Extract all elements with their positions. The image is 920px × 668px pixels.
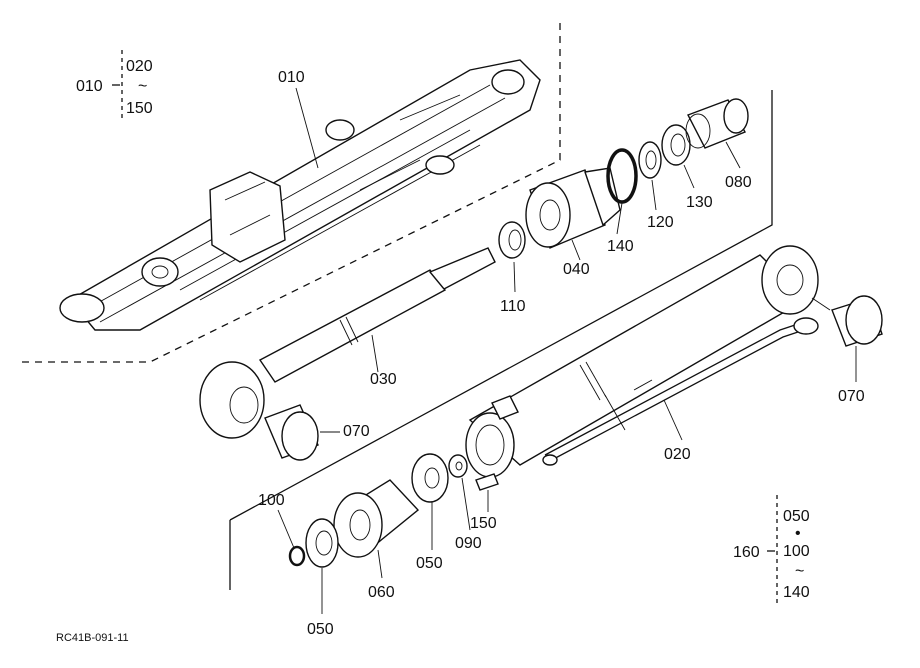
label-130: 130 xyxy=(686,194,713,211)
label-070-left: 070 xyxy=(343,423,370,440)
label-160-group: 160 xyxy=(733,544,760,561)
label-050-lower: 050 xyxy=(307,621,334,638)
label-range-tilde-2: ~ xyxy=(795,563,804,580)
bushing-080: 080 xyxy=(685,98,752,191)
assembled-cylinder-010: 010 xyxy=(22,18,561,363)
figure-code: RC41B-091-11 xyxy=(56,632,129,644)
label-010-group: 010 xyxy=(76,78,103,95)
seal-130: 130 xyxy=(661,124,713,211)
label-030: 030 xyxy=(370,371,397,388)
nut-090: 090 xyxy=(448,454,482,552)
snap-ring-100: 100 xyxy=(258,492,306,567)
label-070-right: 070 xyxy=(838,388,865,405)
label-range-bullet: • xyxy=(795,525,801,542)
bushing-070-right: 070 xyxy=(811,295,883,405)
label-040: 040 xyxy=(563,261,590,278)
label-100-range: 100 xyxy=(783,543,810,560)
bushing-070-left: 070 xyxy=(264,404,370,461)
label-110: 110 xyxy=(500,298,526,315)
label-060: 060 xyxy=(368,584,395,601)
label-010: 010 xyxy=(278,69,305,86)
label-020: 020 xyxy=(664,446,691,463)
washer-050-lower: 050 xyxy=(305,518,339,638)
label-150-range-end: 150 xyxy=(126,100,153,117)
label-090: 090 xyxy=(455,535,482,552)
label-050-middle: 050 xyxy=(416,555,443,572)
label-100: 100 xyxy=(258,492,285,509)
piston-060: 060 xyxy=(333,479,420,601)
ring-120: 120 xyxy=(638,141,674,231)
group-160-bracket: 160 050 • 100 ~ 140 xyxy=(733,495,810,605)
group-010-bracket: 010 020 ~ 150 xyxy=(76,50,153,118)
label-020-range-start: 020 xyxy=(126,58,153,75)
frame-right-upper xyxy=(229,90,773,521)
piston-rod-030: 030 xyxy=(199,247,496,439)
label-150: 150 xyxy=(470,515,497,532)
washer-050-middle: 050 xyxy=(411,453,449,572)
label-140: 140 xyxy=(607,238,634,255)
label-080: 080 xyxy=(725,174,752,191)
label-range-tilde: ~ xyxy=(138,78,147,95)
pin-150: 150 xyxy=(470,473,499,532)
label-050-range-start: 050 xyxy=(783,508,810,525)
cylinder-head-040: 040 xyxy=(525,167,621,278)
o-ring-140: 140 xyxy=(606,148,638,255)
bushing-110: 110 xyxy=(498,221,526,315)
cylinder-tube-020: 020 xyxy=(465,245,819,478)
label-120: 120 xyxy=(647,214,674,231)
label-140-range-end: 140 xyxy=(783,584,810,601)
